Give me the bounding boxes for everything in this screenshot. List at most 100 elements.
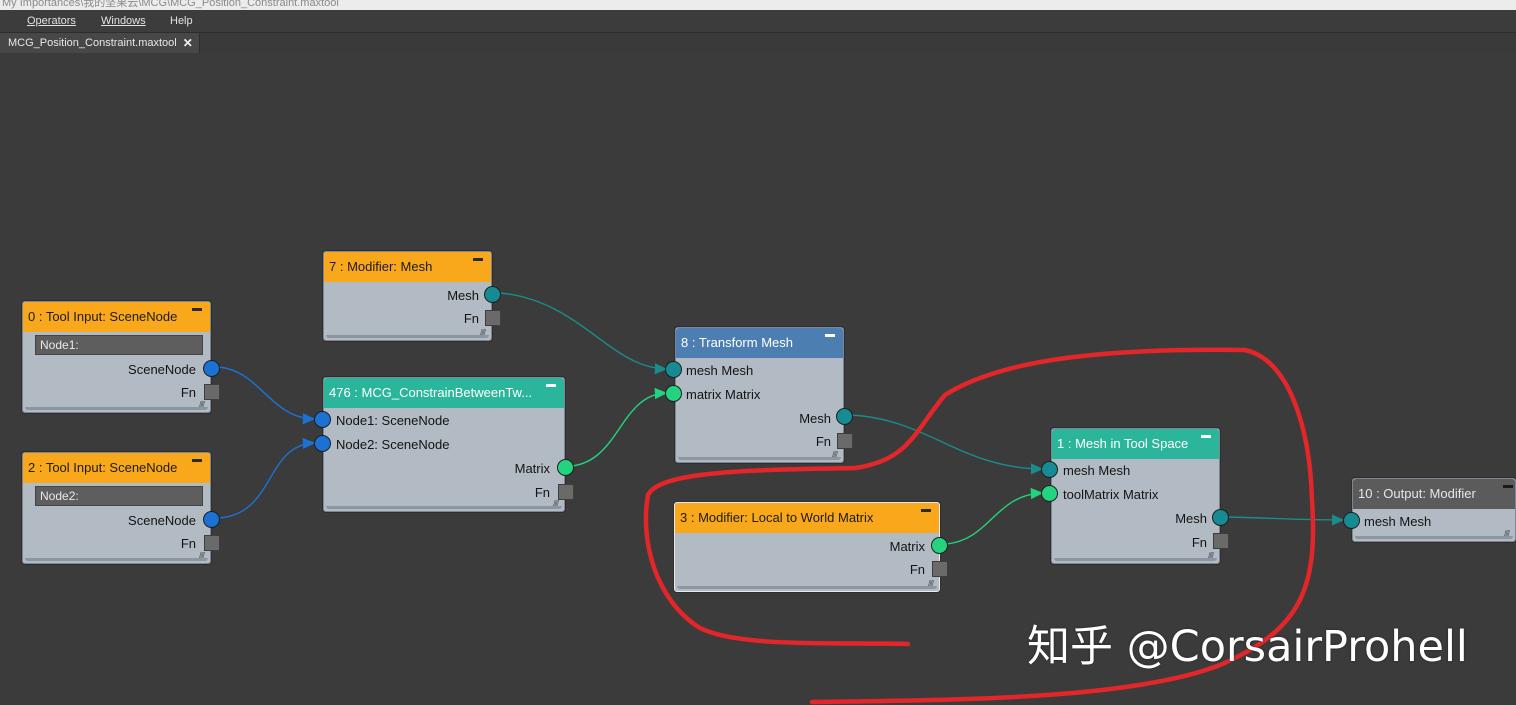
node-1-mesh-in-tool-space[interactable]: 1 : Mesh in Tool Space mesh Mesh toolMat… xyxy=(1051,428,1220,564)
node-header[interactable]: 10 : Output: Modifier xyxy=(1353,479,1515,509)
node-header[interactable]: 476 : MCG_ConstrainBetweenTw... xyxy=(324,378,564,408)
port-8-matrix-in[interactable] xyxy=(665,385,682,402)
node-title: 3 : Modifier: Local to World Matrix xyxy=(680,510,874,525)
node-footer: //// xyxy=(1054,551,1217,561)
menu-operators[interactable]: Operators xyxy=(27,15,76,27)
node-header[interactable]: 0 : Tool Input: SceneNode xyxy=(23,302,210,332)
node-footer: //// xyxy=(25,551,208,561)
port-1-fn[interactable] xyxy=(1213,533,1229,549)
node-footer: //// xyxy=(25,400,208,410)
fn-label: Fn xyxy=(534,485,550,500)
port-1-mesh-out[interactable] xyxy=(1212,509,1229,526)
node-footer: //// xyxy=(326,328,489,338)
node-header[interactable]: 7 : Modifier: Mesh xyxy=(324,252,491,282)
port-2-fn[interactable] xyxy=(204,535,220,551)
node-header[interactable]: 3 : Modifier: Local to World Matrix xyxy=(675,503,939,533)
node-title: 0 : Tool Input: SceneNode xyxy=(28,309,178,324)
menu-help[interactable]: Help xyxy=(170,15,193,27)
output-label-scenenode: SceneNode xyxy=(128,513,196,528)
menu-windows[interactable]: Windows xyxy=(101,15,146,27)
port-1-mesh-in[interactable] xyxy=(1041,461,1058,478)
node-header[interactable]: 8 : Transform Mesh xyxy=(676,328,843,358)
resize-grip-icon[interactable]: //// xyxy=(480,328,486,337)
output-label-mesh: Mesh xyxy=(1175,511,1207,526)
port-2-scenenode-out[interactable] xyxy=(203,511,220,528)
fn-label: Fn xyxy=(180,536,196,551)
port-3-matrix-out[interactable] xyxy=(931,537,948,554)
input-label-node1: Node1: SceneNode xyxy=(336,413,450,428)
node-header[interactable]: 2 : Tool Input: SceneNode xyxy=(23,453,210,483)
fn-label: Fn xyxy=(463,311,479,326)
close-icon[interactable]: ✕ xyxy=(182,36,193,50)
fn-label: Fn xyxy=(180,385,196,400)
minimize-icon[interactable] xyxy=(1201,435,1211,438)
node-0-tool-input-scenenode[interactable]: 0 : Tool Input: SceneNode Node1: SceneNo… xyxy=(22,301,211,413)
node-title: 2 : Tool Input: SceneNode xyxy=(28,460,178,475)
node-title: 10 : Output: Modifier xyxy=(1358,486,1476,501)
resize-grip-icon[interactable]: //// xyxy=(553,499,559,508)
port-0-fn[interactable] xyxy=(204,384,220,400)
minimize-icon[interactable] xyxy=(546,384,556,387)
resize-grip-icon[interactable]: //// xyxy=(199,551,205,560)
fn-label: Fn xyxy=(1191,535,1207,550)
watermark-text: 知乎 @CorsairProhell xyxy=(1027,622,1468,672)
node-8-transform-mesh[interactable]: 8 : Transform Mesh mesh Mesh matrix Matr… xyxy=(675,327,844,463)
port-476-fn[interactable] xyxy=(558,484,574,500)
resize-grip-icon[interactable]: //// xyxy=(928,579,934,588)
node-476-mcg-constrain-between-two[interactable]: 476 : MCG_ConstrainBetweenTw... Node1: S… xyxy=(323,377,565,512)
output-label-matrix: Matrix xyxy=(889,539,925,554)
window-title-path: My Importances\我的坚果云\MCG\MCG_Position_Co… xyxy=(2,0,339,9)
fn-label: Fn xyxy=(909,562,925,577)
node-title: 1 : Mesh in Tool Space xyxy=(1057,436,1189,451)
port-3-fn[interactable] xyxy=(932,561,948,577)
minimize-icon[interactable] xyxy=(473,258,483,261)
port-476-node2-in[interactable] xyxy=(314,435,331,452)
node-title: 8 : Transform Mesh xyxy=(681,335,793,350)
document-tab-bar: MCG_Position_Constraint.maxtool ✕ xyxy=(0,33,1516,53)
minimize-icon[interactable] xyxy=(921,509,931,512)
node-3-local-to-world-matrix[interactable]: 3 : Modifier: Local to World Matrix Matr… xyxy=(674,502,940,592)
port-8-mesh-out[interactable] xyxy=(836,408,853,425)
resize-grip-icon[interactable]: //// xyxy=(832,450,838,459)
port-7-fn[interactable] xyxy=(485,310,501,326)
minimize-icon[interactable] xyxy=(1503,485,1513,488)
output-label-matrix: Matrix xyxy=(514,461,550,476)
input-label-toolmatrix: toolMatrix Matrix xyxy=(1063,487,1159,502)
resize-grip-icon[interactable]: //// xyxy=(199,400,205,409)
node-2-tool-input-scenenode[interactable]: 2 : Tool Input: SceneNode Node2: SceneNo… xyxy=(22,452,211,564)
port-1-toolmatrix-in[interactable] xyxy=(1041,485,1058,502)
tab-label: MCG_Position_Constraint.maxtool xyxy=(8,37,177,49)
node-title: 7 : Modifier: Mesh xyxy=(329,259,433,274)
output-label-mesh: Mesh xyxy=(447,288,479,303)
port-476-node1-in[interactable] xyxy=(314,411,331,428)
input-label-mesh: mesh Mesh xyxy=(1364,514,1432,529)
minimize-icon[interactable] xyxy=(192,459,202,462)
port-8-mesh-in[interactable] xyxy=(665,361,682,378)
output-label-mesh: Mesh xyxy=(799,411,831,426)
port-7-mesh-out[interactable] xyxy=(484,286,501,303)
input-label-matrix: matrix Matrix xyxy=(686,387,761,402)
port-0-scenenode-out[interactable] xyxy=(203,360,220,377)
resize-grip-icon[interactable]: //// xyxy=(1504,529,1510,538)
port-10-mesh-in[interactable] xyxy=(1343,512,1360,529)
input-label-mesh: mesh Mesh xyxy=(1063,463,1131,478)
window-title-bar: My Importances\我的坚果云\MCG\MCG_Position_Co… xyxy=(0,0,1516,10)
fn-label: Fn xyxy=(815,434,831,449)
node-name-field[interactable]: Node2: xyxy=(35,486,203,506)
port-476-matrix-out[interactable] xyxy=(557,459,574,476)
node-footer: //// xyxy=(677,579,937,589)
input-label-node2: Node2: SceneNode xyxy=(336,437,450,452)
node-title: 476 : MCG_ConstrainBetweenTw... xyxy=(329,385,533,400)
node-name-field[interactable]: Node1: xyxy=(35,335,203,355)
node-header[interactable]: 1 : Mesh in Tool Space xyxy=(1052,429,1219,459)
node-7-modifier-mesh[interactable]: 7 : Modifier: Mesh Mesh Fn //// xyxy=(323,251,492,341)
resize-grip-icon[interactable]: //// xyxy=(1208,551,1214,560)
minimize-icon[interactable] xyxy=(192,308,202,311)
menu-bar: Operators Windows Help xyxy=(0,10,1516,33)
node-footer: //// xyxy=(326,499,562,509)
port-8-fn[interactable] xyxy=(837,433,853,449)
node-footer: //// xyxy=(1355,529,1513,539)
tab-mcg-position-constraint[interactable]: MCG_Position_Constraint.maxtool ✕ xyxy=(0,33,200,53)
node-10-output-modifier[interactable]: 10 : Output: Modifier mesh Mesh //// xyxy=(1352,478,1516,542)
minimize-icon[interactable] xyxy=(825,334,835,337)
